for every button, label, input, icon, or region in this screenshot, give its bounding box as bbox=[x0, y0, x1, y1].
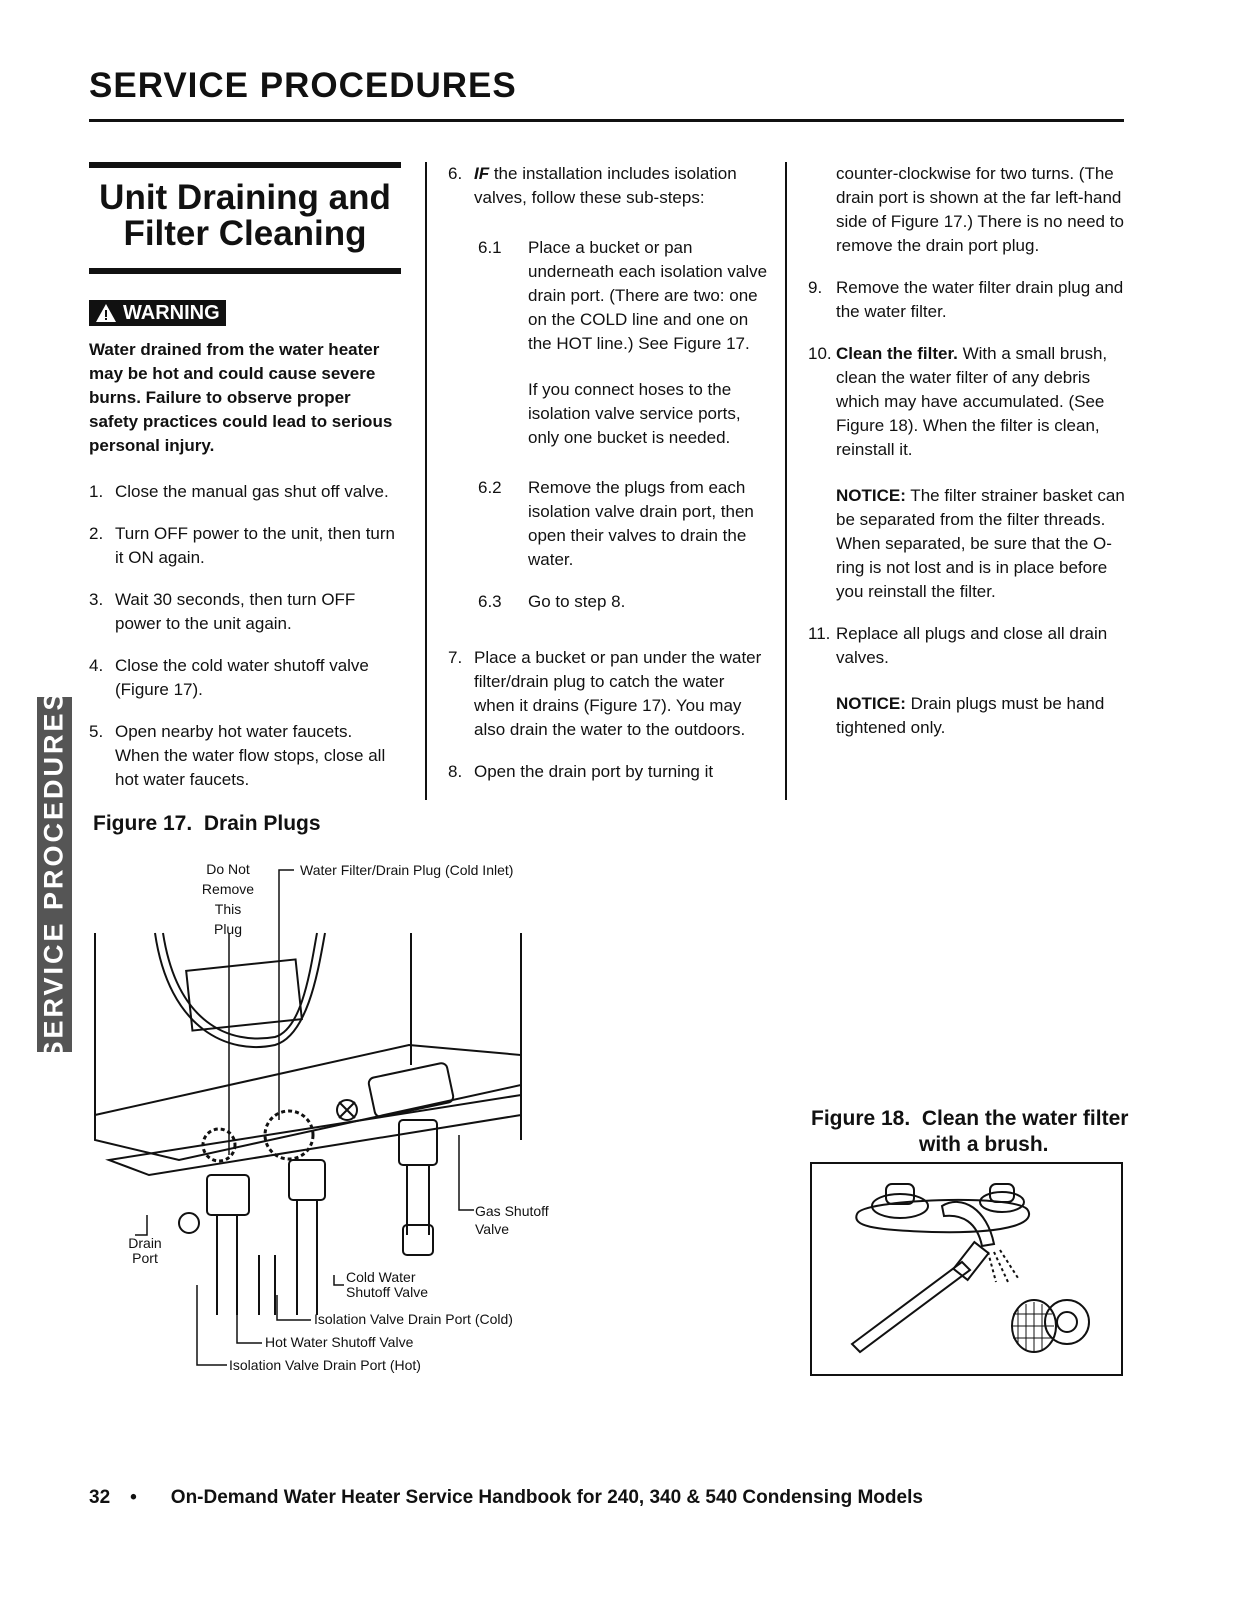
list-item: 2. Turn OFF power to the unit, then turn… bbox=[89, 524, 396, 567]
page-footer: 32•On-Demand Water Heater Service Handbo… bbox=[89, 1487, 923, 1508]
list-item: 6. IF the installation includes isolatio… bbox=[448, 164, 737, 207]
header-rule bbox=[89, 119, 1124, 122]
page-number: 32 bbox=[89, 1487, 111, 1508]
side-tab: SERVICE PROCEDURES bbox=[37, 689, 72, 1060]
list-item: 7. Place a bucket or pan under the water… bbox=[448, 648, 762, 739]
section-rule-top bbox=[89, 162, 401, 168]
figure-18-caption: Figure 18. Clean the water filter with a… bbox=[811, 1107, 1129, 1156]
figure-17-caption: Figure 17. Drain Plugs bbox=[93, 812, 321, 835]
label-hot-water-shutoff: Hot Water Shutoff Valve bbox=[265, 1334, 414, 1350]
list-item: 8. Open the drain port by turning it bbox=[448, 762, 714, 781]
column-divider-2 bbox=[785, 162, 787, 800]
side-tab-label: SERVICE PROCEDURES bbox=[39, 689, 70, 1060]
list-item: 11. Replace all plugs and close all drai… bbox=[808, 624, 1108, 667]
page-header-title: SERVICE PROCEDURES bbox=[89, 66, 517, 105]
label-cold-water-shutoff: Cold Water Shutoff Valve bbox=[346, 1269, 428, 1300]
footer-title: On-Demand Water Heater Service Handbook … bbox=[170, 1487, 923, 1508]
warning-triangle-icon bbox=[96, 304, 116, 322]
label-iso-cold: Isolation Valve Drain Port (Cold) bbox=[314, 1311, 513, 1327]
list-item: 6.3 Go to step 8. bbox=[478, 592, 626, 611]
figure-17-illustration bbox=[94, 869, 522, 1366]
warning-text: Water drained from the water heater may … bbox=[89, 340, 393, 455]
label-drain-port: Drain Port bbox=[128, 1235, 162, 1266]
list-item: 9. Remove the water filter drain plug an… bbox=[808, 278, 1124, 321]
warning-badge: WARNING bbox=[89, 300, 226, 326]
list-item-note: If you connect hoses to the isolation va… bbox=[528, 380, 741, 447]
notice-1: NOTICE: The filter strainer basket can b… bbox=[836, 486, 1125, 601]
list-item: 6.2 Remove the plugs from each isolation… bbox=[478, 478, 754, 569]
section-rule-bottom bbox=[89, 268, 401, 274]
warning-label: WARNING bbox=[123, 302, 220, 324]
figure-18-illustration bbox=[850, 1183, 1090, 1354]
list-item: 3. Wait 30 seconds, then turn OFF power … bbox=[89, 590, 356, 633]
column-2: 6. IF the installation includes isolatio… bbox=[448, 162, 768, 784]
list-item: 1. Close the manual gas shut off valve. bbox=[89, 482, 389, 501]
label-water-filter: Water Filter/Drain Plug (Cold Inlet) bbox=[300, 862, 514, 878]
label-iso-hot: Isolation Valve Drain Port (Hot) bbox=[229, 1357, 421, 1373]
figure-18-frame bbox=[810, 1162, 1123, 1376]
step8-continued: counter-clockwise for two turns. (The dr… bbox=[836, 164, 1124, 255]
label-gas-shutoff: Gas Shutoff Valve bbox=[475, 1203, 549, 1237]
list-item: 5. Open nearby hot water faucets. When t… bbox=[89, 722, 386, 789]
list-item: 6.1 Place a bucket or pan underneath eac… bbox=[478, 238, 768, 353]
column-divider-1 bbox=[425, 162, 427, 800]
column-3: counter-clockwise for two turns. (The dr… bbox=[808, 162, 1128, 740]
notice-2: NOTICE: Drain plugs must be hand tighten… bbox=[836, 694, 1105, 737]
section-title: Unit Draining and Filter Cleaning bbox=[99, 178, 391, 253]
list-item: 4. Close the cold water shutoff valve (F… bbox=[89, 656, 369, 699]
column-1: Unit Draining and Filter Cleaning WARNIN… bbox=[89, 162, 401, 792]
list-item: 10. Clean the filter. With a small brush… bbox=[808, 344, 1108, 459]
label-do-not-remove: Do Not Remove This Plug bbox=[201, 861, 255, 937]
